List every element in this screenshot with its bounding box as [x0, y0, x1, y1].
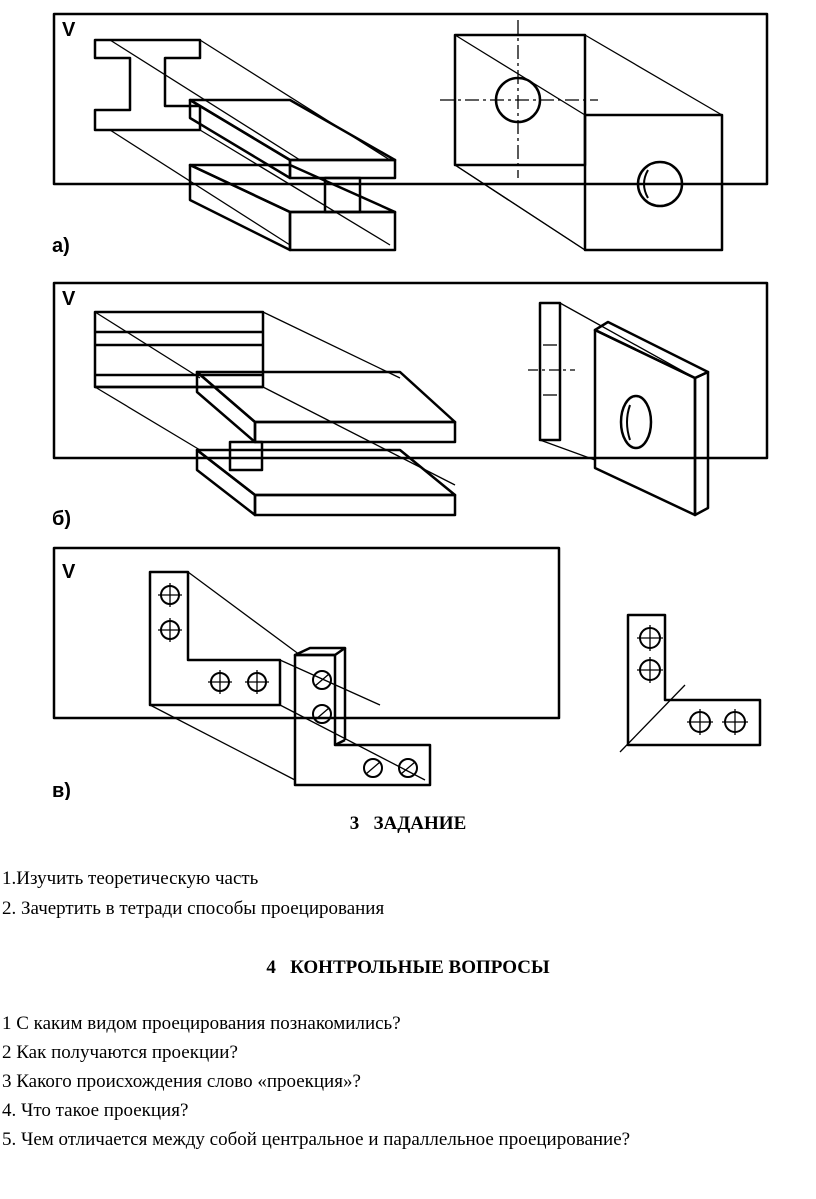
question-item-2: 2 Как получаются проекции? [2, 1042, 238, 1063]
projection-rays-a [109, 34, 723, 251]
plate-3d-b [593, 320, 710, 517]
projection-plane-c [52, 546, 561, 720]
plane-label-a: V [62, 19, 76, 41]
ibeam-front-projection-a [93, 38, 202, 132]
plane-label-c: V [62, 561, 76, 583]
panel-c: V в) [52, 546, 762, 800]
task-item-1: 1.Изучить теоретическую часть [2, 868, 259, 889]
questions-section-heading: 4 КОНТРОЛЬНЫЕ ВОПРОСЫ [266, 957, 550, 978]
bracket-projection-view-c [619, 613, 762, 753]
panel-b: V б) [52, 281, 769, 530]
projection-methods-figure: V а) [52, 12, 769, 800]
ibeam-3d-b [195, 370, 457, 517]
cube-front-projection-a [440, 20, 598, 178]
question-item-1: 1 С каким видом проецирования познакомил… [2, 1013, 401, 1034]
ibeam-side-projection-b [93, 310, 265, 389]
projection-plane-b [52, 281, 769, 460]
task-section-heading: 3 ЗАДАНИЕ [349, 813, 467, 834]
question-item-4: 4. Что такое проекция? [2, 1100, 189, 1121]
ibeam-3d-a [188, 98, 397, 252]
panel-a: V а) [52, 12, 769, 257]
caption-a: а) [52, 235, 70, 257]
plane-label-b: V [62, 288, 76, 310]
caption-b: б) [52, 508, 71, 530]
cube-3d-a [454, 113, 724, 252]
caption-c: в) [52, 780, 71, 800]
projection-plane-a [52, 12, 769, 186]
question-item-5: 5. Чем отличается между собой центрально… [2, 1129, 631, 1150]
projection-rays-c [149, 571, 426, 781]
question-item-3: 3 Какого происхождения слово «проекция»? [2, 1071, 361, 1092]
plate-edge-projection-b [528, 301, 575, 442]
bracket-3d-c [293, 646, 432, 787]
task-item-2: 2. Зачертить в тетради способы проециров… [2, 898, 385, 919]
